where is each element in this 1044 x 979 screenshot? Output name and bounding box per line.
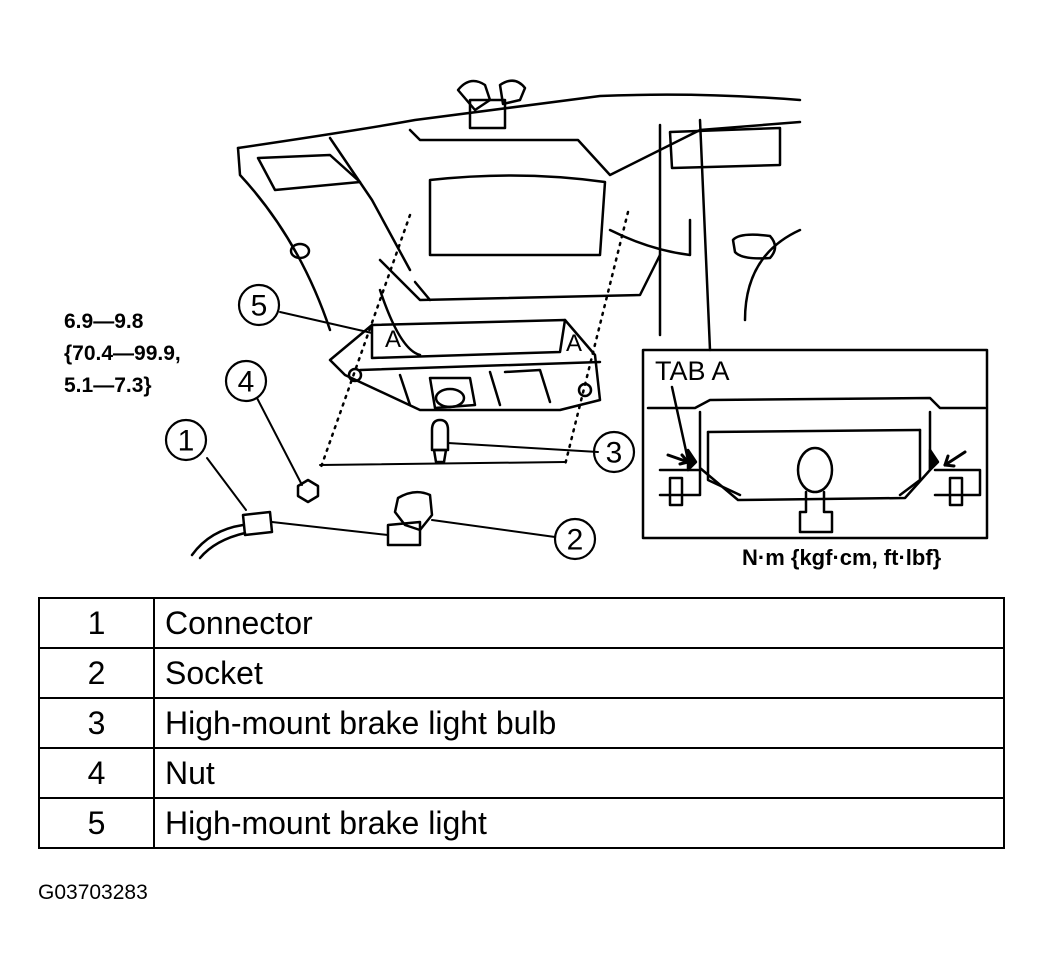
parts-legend-table: 1 Connector 2 Socket 3 High-mount brake …	[38, 597, 1005, 849]
callout-3-label: 3	[606, 437, 623, 470]
bulb-shape	[430, 418, 450, 464]
nut-shape	[296, 478, 320, 504]
connector-shape	[190, 510, 274, 560]
callout-1-label: 1	[178, 425, 195, 458]
legend-number: 5	[38, 797, 155, 849]
legend-description: High-mount brake light	[153, 797, 1005, 849]
callout-circle-1	[164, 418, 208, 462]
callout-circle-3	[592, 430, 636, 474]
legend-number: 2	[38, 647, 155, 699]
table-row: 3 High-mount brake light bulb	[38, 697, 1005, 749]
vehicle-interior-outline	[236, 79, 802, 472]
callout-4-label: 4	[238, 366, 255, 399]
tab-a-marker-left: A	[385, 326, 402, 353]
tab-a-inset	[641, 348, 989, 540]
legend-description: Socket	[153, 647, 1005, 699]
brake-light-housing	[328, 318, 602, 412]
legend-description: High-mount brake light bulb	[153, 697, 1005, 749]
leader-lines	[206, 311, 599, 538]
tab-a-inset-label: TAB A	[655, 356, 730, 386]
callout-circle-4	[224, 359, 268, 403]
torque-spec-nm: 6.9—9.8	[64, 310, 144, 333]
legend-description: Connector	[153, 597, 1005, 649]
table-row: 5 High-mount brake light	[38, 797, 1005, 849]
socket-shape	[386, 490, 434, 547]
table-row: 4 Nut	[38, 747, 1005, 799]
table-row: 1 Connector	[38, 597, 1005, 649]
torque-spec: 6.9—9.8 {70.4—99.9, 5.1—7.3}	[64, 306, 181, 402]
table-row: 2 Socket	[38, 647, 1005, 699]
torque-units: N·m {kgf·cm, ft·lbf}	[742, 545, 942, 570]
legend-description: Nut	[153, 747, 1005, 799]
legend-number: 1	[38, 597, 155, 649]
legend-number: 4	[38, 747, 155, 799]
torque-spec-kgfcm: {70.4—99.9,	[64, 342, 181, 365]
legend-number: 3	[38, 697, 155, 749]
torque-spec-ftlbf: 5.1—7.3}	[64, 374, 152, 397]
figure-code: G03703283	[38, 881, 148, 904]
callout-circle-5	[237, 283, 281, 327]
tab-a-marker-right: A	[566, 330, 583, 357]
callout-circle-2	[553, 517, 597, 561]
callout-circles	[164, 283, 636, 561]
callout-5-label: 5	[251, 290, 268, 323]
callout-2-label: 2	[567, 524, 584, 557]
